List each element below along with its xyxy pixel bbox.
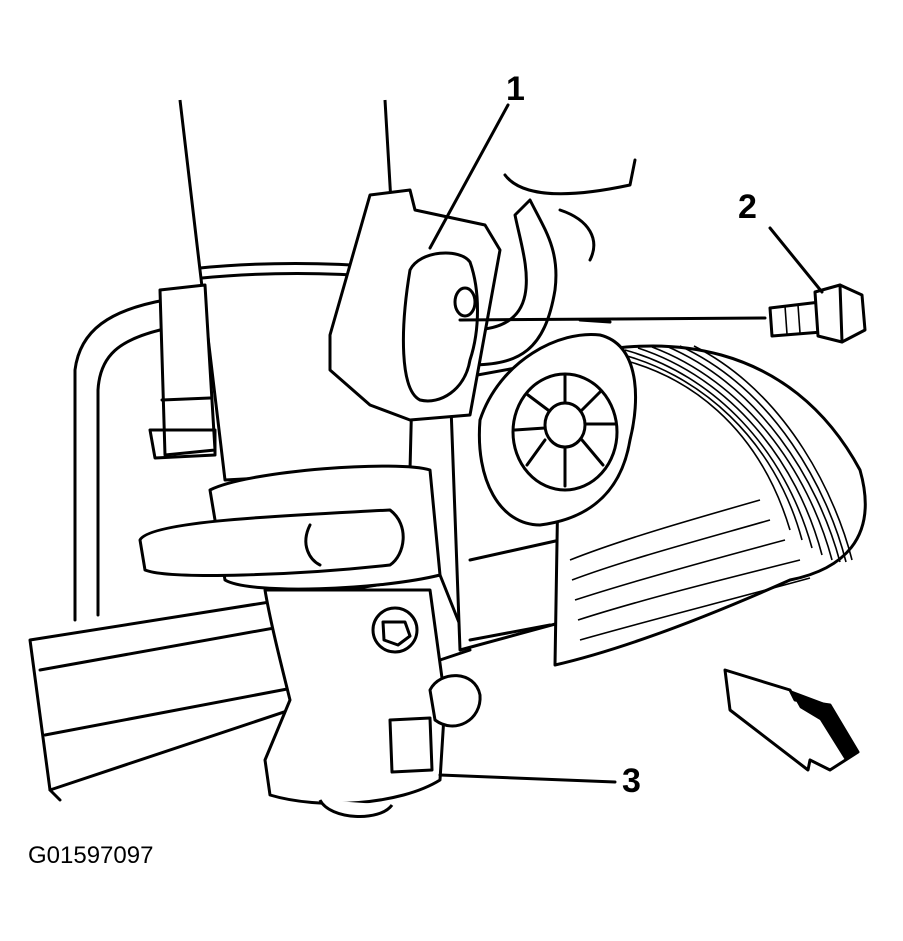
figure-id: G01597097 (28, 842, 154, 869)
callout-3: 3 (622, 762, 641, 800)
callout-2: 2 (738, 188, 757, 226)
leader-line-2 (768, 226, 824, 294)
retaining-bolt (768, 283, 867, 344)
leader-line-1 (428, 103, 510, 250)
direction-arrow (723, 668, 860, 772)
fluid-line-fitting (328, 158, 767, 422)
boot-clamp-flange (477, 332, 638, 527)
pinion-housing (263, 588, 482, 818)
electrical-connector (148, 283, 217, 460)
leader-line-3 (438, 773, 617, 784)
callout-1: 1 (506, 70, 525, 108)
strut-collar (138, 464, 442, 591)
callout-leaders (428, 103, 824, 784)
